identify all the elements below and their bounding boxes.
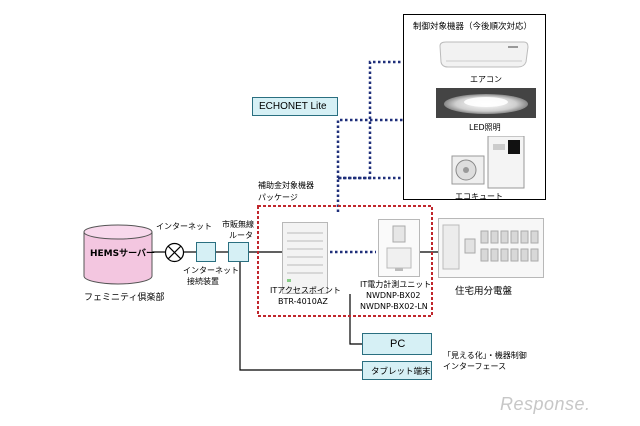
router-label-line2: ルータ: [229, 231, 253, 240]
access-point-label-line2: BTR-4010AZ: [278, 297, 328, 306]
tablet-box: タブレット端末: [362, 361, 432, 380]
pc-box: PC: [362, 333, 432, 355]
pc-label: PC: [390, 338, 406, 350]
interface-label-line1: 「見える化」・機器制御: [443, 351, 527, 360]
it-access-point-icon: [282, 222, 328, 294]
internet-device-label-line1: インターネット: [183, 266, 239, 275]
subsidy-label-line2: パッケージ: [258, 193, 298, 202]
power-unit-label-line1: IT電力計測ユニット: [360, 280, 432, 289]
led-light-icon: [436, 88, 536, 118]
wireless-router: [228, 242, 249, 262]
echonet-lite-box: ECHONET Lite: [252, 97, 338, 116]
echonet-line-led: [336, 118, 432, 178]
internet-label: インターネット: [156, 222, 212, 231]
response-watermark: Response.: [500, 394, 591, 414]
subsidy-package-frame: [257, 205, 433, 317]
access-point-label-line1: ITアクセスポイント: [270, 286, 341, 295]
tablet-label: タブレット端末: [371, 366, 431, 376]
power-measuring-unit-icon: [378, 219, 420, 277]
heat-pump-icon: [448, 135, 538, 190]
power-unit-label-line2: NWDNP-BX02: [366, 291, 421, 300]
led-label: LED照明: [469, 123, 501, 132]
power-unit-label-line3: NWDNP-BX02-LN: [360, 302, 428, 311]
ecocute-label: エコキュート: [455, 192, 503, 201]
air-conditioner-icon: [438, 40, 530, 70]
interface-label-line2: インターフェース: [443, 362, 507, 371]
ap-to-pc-line: [349, 294, 362, 345]
internet-device-label-line2: 接続装置: [187, 277, 219, 286]
echonet-lite-label: ECHONET Lite: [259, 101, 327, 112]
distribution-panel-icon: [438, 218, 544, 278]
internet-icon: [164, 242, 185, 263]
router-to-tablet-line: [239, 262, 362, 371]
subsidy-label-line1: 補助金対象機器: [258, 181, 314, 190]
internet-connection-device: [196, 242, 216, 262]
hems-server-label: HEMSサーバー: [90, 249, 156, 259]
aircon-label: エアコン: [470, 75, 502, 84]
distribution-panel-label: 住宅用分電盤: [455, 286, 513, 297]
hems-caption: フェミニティ倶楽部: [84, 293, 165, 303]
controlled-devices-title: 制御対象機器（今後順次対応）: [413, 22, 533, 32]
hems-server-icon: [82, 224, 154, 286]
router-label-line1: 市販無線: [222, 220, 254, 229]
